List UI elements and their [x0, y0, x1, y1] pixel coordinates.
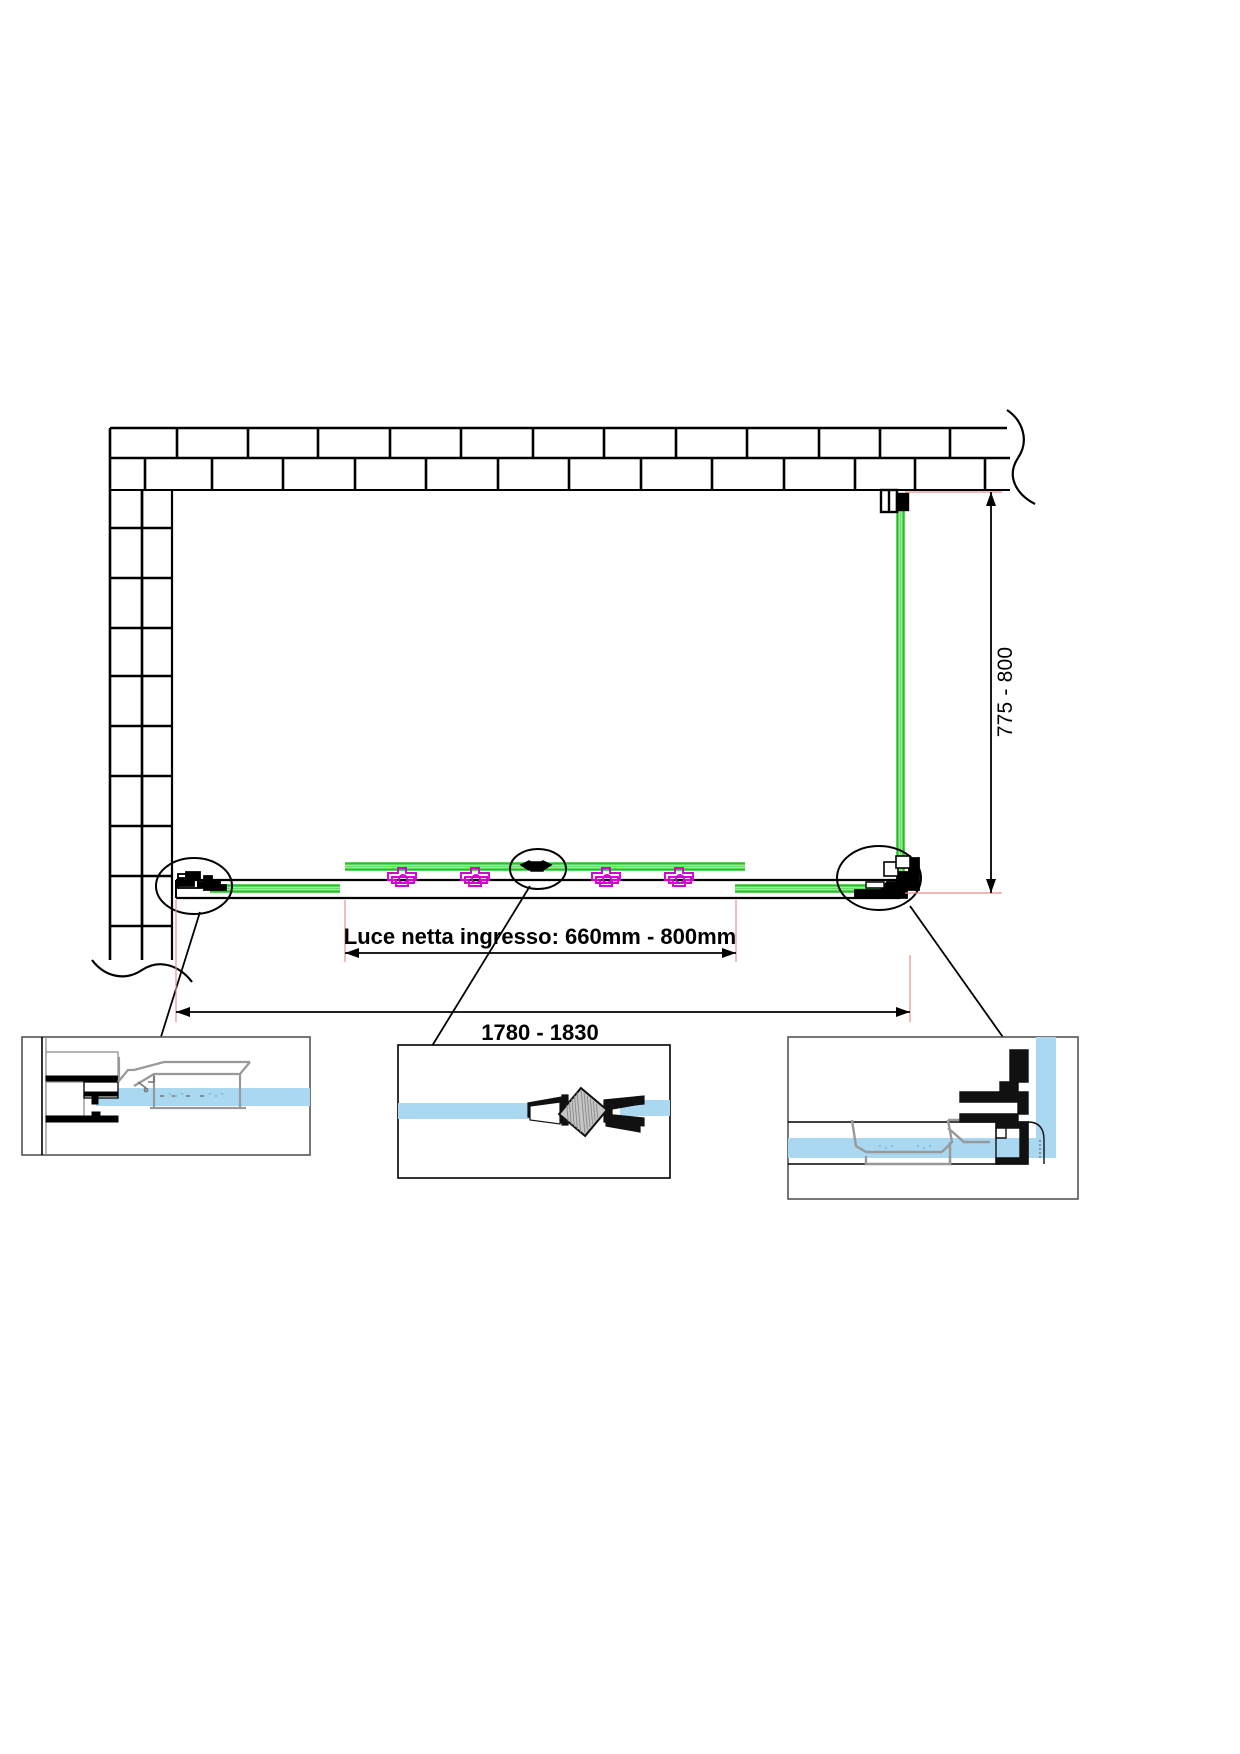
detail-box-left [21, 1036, 311, 1156]
callout-leaders [159, 885, 1006, 1047]
callout-ellipse-center [509, 848, 567, 890]
seal-clip [664, 867, 694, 887]
dimension-height: 775 - 800 [905, 491, 1017, 894]
dimension-width: 1780 - 1830 [175, 900, 911, 1045]
dimension-entry-clear: Luce netta ingresso: 660mm - 800mm [344, 900, 737, 962]
seal-clip [460, 867, 490, 887]
leader-center [431, 885, 531, 1047]
wall-top-brick [110, 409, 1036, 505]
left-wall-profile [175, 871, 227, 898]
leader-left [159, 911, 201, 1041]
dimension-height-label: 775 - 800 [994, 647, 1017, 738]
seal-clip [387, 867, 417, 887]
seal-clip [591, 867, 621, 887]
right-fixed-glass-panel [896, 500, 905, 882]
wall-left-brick [91, 428, 193, 983]
detail-box-right [787, 1036, 1079, 1200]
dimension-entry-label: Luce netta ingresso: 660mm - 800mm [344, 924, 736, 949]
glass-leaf-front-left [210, 884, 340, 893]
leader-right [909, 905, 1006, 1041]
callout-ellipse-left [155, 857, 233, 915]
center-magnet-symbol [519, 860, 553, 872]
seal-clips-group [387, 867, 694, 887]
dimension-width-label: 1780 - 1830 [481, 1020, 598, 1045]
callout-ellipse-right [836, 845, 922, 911]
top-wall-bracket [879, 488, 910, 514]
right-corner-post-profile [854, 855, 920, 899]
sliding-door-track [176, 878, 900, 900]
detail-box-center [397, 1044, 671, 1179]
